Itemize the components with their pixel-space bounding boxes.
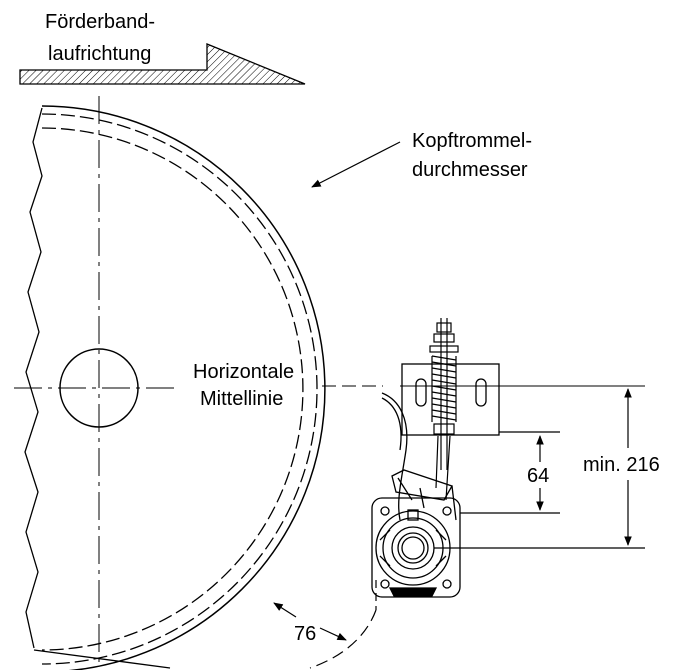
drum-outer-edge — [41, 105, 326, 670]
horizontal-centerline-label-line2: Mittellinie — [200, 388, 283, 410]
drum-inner-line — [41, 127, 304, 651]
drum-diameter-label-line1: Kopftrommel- — [412, 130, 532, 152]
spring-tensioner — [429, 318, 459, 501]
dimension-216 — [434, 388, 645, 549]
dimension-216-label: min. 216 — [583, 454, 660, 476]
mounting-bracket — [401, 363, 560, 436]
drum-diameter-leader — [311, 141, 401, 188]
drum-diameter-line — [41, 113, 318, 665]
belt-direction-label-line1: Förderband- — [45, 11, 155, 33]
belt-direction-label-line2: laufrichtung — [48, 43, 151, 65]
drum-diameter-label-line2: durchmesser — [412, 159, 528, 181]
dimension-76-label: 76 — [294, 623, 316, 645]
drum-break-edge — [24, 107, 43, 649]
dimension-64-label: 64 — [527, 465, 549, 487]
belt-direction-wedge — [19, 43, 306, 85]
drum-bottom-edge — [33, 649, 171, 669]
horizontal-centerline-label-line1: Horizontale — [193, 361, 294, 383]
dimension-76 — [273, 580, 377, 669]
dimension-64 — [460, 435, 560, 514]
